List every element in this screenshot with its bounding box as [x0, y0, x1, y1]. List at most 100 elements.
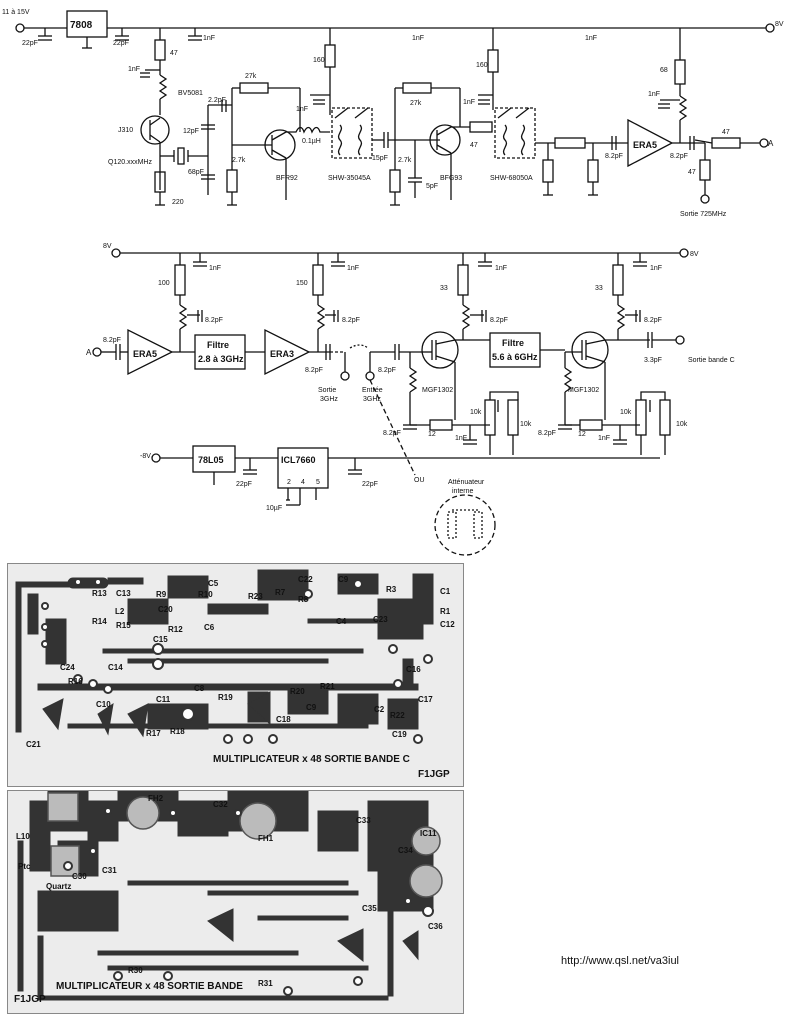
r-10k-d: 10k [676, 421, 688, 428]
amp-era3: ERA3 [270, 349, 294, 359]
pcb2-tracks: L10 FH2 C32 FH1 C33 IC11 C34 Ptc Quartz … [16, 791, 443, 1001]
pcb1-label-r17: R17 [146, 729, 161, 738]
c-22pf-d: 22pF [362, 481, 378, 488]
label-ou: OU [414, 477, 425, 484]
t-bfr92: BFR92 [276, 175, 298, 182]
r-10k-b: 10k [520, 421, 532, 428]
entree-3ghz-2: 3GHz [363, 396, 381, 403]
filter-shw35045a: SHW-35045A [328, 175, 371, 182]
c-10uf: 10µF [266, 505, 282, 512]
pcb2-label-ic11: IC11 [420, 829, 437, 838]
c-3p3: 3.3pF [644, 357, 662, 364]
c-8p2-b8: 8.2pF [538, 430, 556, 437]
icl-pin4: 4 [301, 479, 305, 486]
c-1nf-a: 1nF [203, 35, 215, 42]
pcb1-label-r9: R9 [156, 590, 167, 599]
filter2-line1: Filtre [502, 338, 524, 348]
c-22pf-c: 22pF [236, 481, 252, 488]
c-68p: 68pF [188, 169, 204, 176]
attenuator-label-1: Atténuateur [448, 479, 485, 486]
pcb1-label-c2: C2 [374, 705, 385, 714]
c-8p2-b6: 8.2pF [378, 367, 396, 374]
r-10k-c: 10k [620, 409, 632, 416]
pcb1-label-c18: C18 [276, 715, 291, 724]
c-1nf-b5: 1nF [455, 435, 467, 442]
fet-mgf1302-b: MGF1302 [568, 387, 599, 394]
c-8p2-b3: 8.2pF [490, 317, 508, 324]
label-8v-left: 8V [103, 243, 112, 250]
c-8p2-b4: 8.2pF [644, 317, 662, 324]
pcb1-label-r10: R10 [198, 590, 213, 599]
pcb1-label-c11: C11 [156, 695, 171, 704]
fet-j310: J310 [118, 127, 133, 134]
pcb2-label-r31: R31 [258, 979, 273, 988]
sortie-bande-c: Sortie bande C [688, 357, 735, 364]
pcb2-label-c31: C31 [102, 866, 117, 875]
pcb-layout-bande: L10 FH2 C32 FH1 C33 IC11 C34 Ptc Quartz … [7, 790, 464, 1014]
r-160-b: 160 [476, 62, 488, 69]
pcb1-label-r18: R18 [170, 727, 185, 736]
pcb-layout-bande-c: C13 L2 R9 R10 C5 C22 C9 R23 R7 R8 R3 C1 … [7, 563, 464, 787]
pcb1-label-r7: R7 [275, 588, 286, 597]
pcb1-label-c8: C8 [194, 684, 205, 693]
pcb2-label-c32: C32 [213, 800, 228, 809]
pcb2-label-c34: C34 [398, 846, 413, 855]
pcb2-label-c33: C33 [356, 816, 371, 825]
crystal: Q120.xxxMHz [108, 159, 152, 166]
c-22pf-a: 22pF [22, 40, 38, 47]
pcb1-author: F1JGP [418, 769, 450, 780]
c-8p2-a: 8.2pF [605, 153, 623, 160]
pcb1-label-c21: C21 [26, 740, 41, 749]
icl-pin2: 2 [287, 479, 291, 486]
pcb1-label-c13: C13 [116, 589, 131, 598]
r-47-b: 47 [470, 142, 478, 149]
ic-icl7660: ICL7660 [281, 455, 316, 465]
pcb1-label-c16: C16 [406, 665, 421, 674]
t-bfg93: BFG93 [440, 175, 462, 182]
pcb1-label-r23: R23 [248, 592, 263, 601]
pcb1-label-c19: C19 [392, 730, 407, 739]
pcb2-label-quartz: Quartz [46, 882, 71, 891]
c-1nf-b1: 1nF [209, 265, 221, 272]
pcb1-label-c12: C12 [440, 620, 455, 629]
c-8p2-b: 8.2pF [670, 153, 688, 160]
l-0p1uh: 0.1µH [302, 138, 321, 145]
pcb1-label-r12: R12 [168, 625, 183, 634]
filter1-line2: 2.8 à 3GHz [198, 354, 244, 364]
r-160-a: 160 [313, 57, 325, 64]
pcb1-label-c10: C10 [96, 700, 111, 709]
pcb1-label-r22: R22 [390, 711, 405, 720]
pcb1-label-r21: R21 [320, 682, 335, 691]
pcb1-label-r16: R16 [68, 677, 83, 686]
c-in-8p2: 8.2pF [103, 337, 121, 344]
r-47-c: 47 [722, 129, 730, 136]
r-2k7-b: 2.7k [398, 157, 412, 164]
c-12p: 12pF [183, 128, 199, 135]
pcb1-label-c22: C22 [298, 575, 313, 584]
pcb1-label-r19: R19 [218, 693, 233, 702]
c-5p: 5pF [426, 183, 438, 190]
pcb1-label-c1: C1 [440, 587, 451, 596]
r-150: 150 [296, 280, 308, 287]
c-1nf-b4: 1nF [650, 265, 662, 272]
c-15p: 15pF [372, 155, 388, 162]
varicap: BV5081 [178, 90, 203, 97]
r-12-b: 12 [578, 431, 586, 438]
pcb2-label-l10: L10 [16, 832, 30, 841]
label-8v-top: 8V [775, 21, 784, 28]
amp-era5-bottom: ERA5 [133, 349, 157, 359]
regulator-7808: 7808 [70, 20, 93, 31]
r-10k-a: 10k [470, 409, 482, 416]
pcb1-label-c6: C6 [204, 623, 215, 632]
pcb1-label-c23: C23 [373, 615, 388, 624]
pcb1-label-r8: R8 [298, 595, 309, 604]
filter-shw68050a: SHW-68050A [490, 175, 533, 182]
c-8p2-b5: 8.2pF [305, 367, 323, 374]
r-47-a: 47 [170, 50, 178, 57]
c-8p2-b7: 8.2pF [383, 430, 401, 437]
amp-era5-top: ERA5 [633, 140, 657, 150]
pcb1-label-r1: R1 [440, 607, 451, 616]
pcb1-label-c9: C9 [338, 575, 349, 584]
r-33-b: 33 [595, 285, 603, 292]
input-a-bottom: A [86, 348, 92, 357]
